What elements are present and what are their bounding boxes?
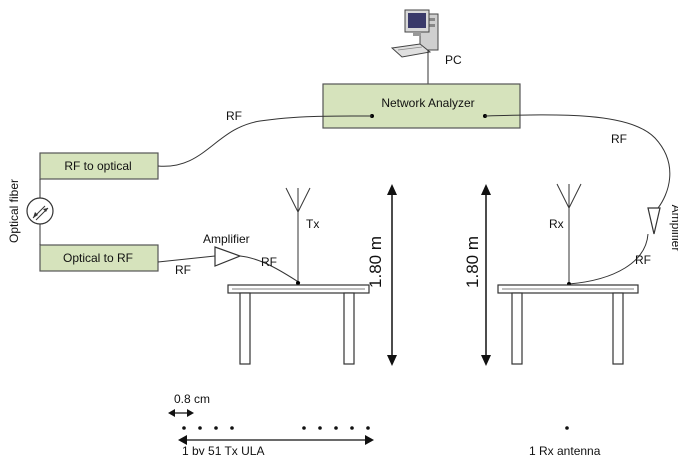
optical-to-rf-label: Optical to RF [63, 251, 133, 265]
rf-cable-optical-to-amplifier [157, 255, 216, 263]
rf-cable-analyzer-to-rx-amplifier [484, 114, 671, 209]
rf-label-2: RF [611, 132, 627, 146]
tx-height-arrow [387, 184, 397, 366]
rx-height-arrow [481, 184, 491, 366]
rx-height-label: 1.80 m [463, 236, 482, 288]
spacing-arrow [168, 409, 194, 417]
rf-label-3: RF [175, 263, 191, 277]
rx-amplifier-label: Amplifier [669, 205, 678, 252]
tx-amplifier-icon [214, 246, 242, 267]
tx-antenna-icon [285, 187, 311, 285]
ula-label: 1 by 51 Tx ULA [182, 444, 265, 455]
tx-amplifier-label: Amplifier [203, 232, 250, 246]
rx-antenna-icon [556, 183, 582, 286]
tx-ula-dots [182, 426, 370, 430]
rf-label-5: RF [635, 253, 651, 267]
rf-to-optical-label: RF to optical [64, 159, 131, 173]
network-analyzer-label: Network Analyzer [381, 96, 474, 110]
rf-cable-analyzer-to-optical [157, 115, 373, 167]
tx-height-label: 1.80 m [366, 236, 385, 288]
tx-label: Tx [306, 217, 319, 231]
rx-antenna-label: 1 Rx antenna [529, 444, 601, 455]
pc-label: PC [445, 53, 462, 67]
rf-label-1: RF [226, 109, 242, 123]
optical-to-rf-box: Optical to RF [39, 244, 159, 272]
rf-cable-rx-amplifier-to-rx [568, 233, 649, 285]
rx-label: Rx [549, 217, 564, 231]
rf-label-4: RF [261, 255, 277, 269]
tx-table [227, 284, 370, 365]
optical-fiber-coupler-icon [26, 197, 54, 225]
ula-length-arrow [178, 435, 374, 445]
optical-fiber-label: Optical fiber [7, 179, 21, 243]
rf-cable-amplifier-to-tx [239, 255, 301, 284]
rx-antenna-dot [565, 426, 569, 430]
rf-to-optical-box: RF to optical [39, 152, 159, 180]
rx-table [497, 284, 639, 365]
pc-icon [390, 9, 439, 58]
network-analyzer-box: Network Analyzer [322, 83, 521, 129]
spacing-label: 0.8 cm [174, 392, 210, 406]
rx-amplifier-icon [647, 207, 661, 235]
